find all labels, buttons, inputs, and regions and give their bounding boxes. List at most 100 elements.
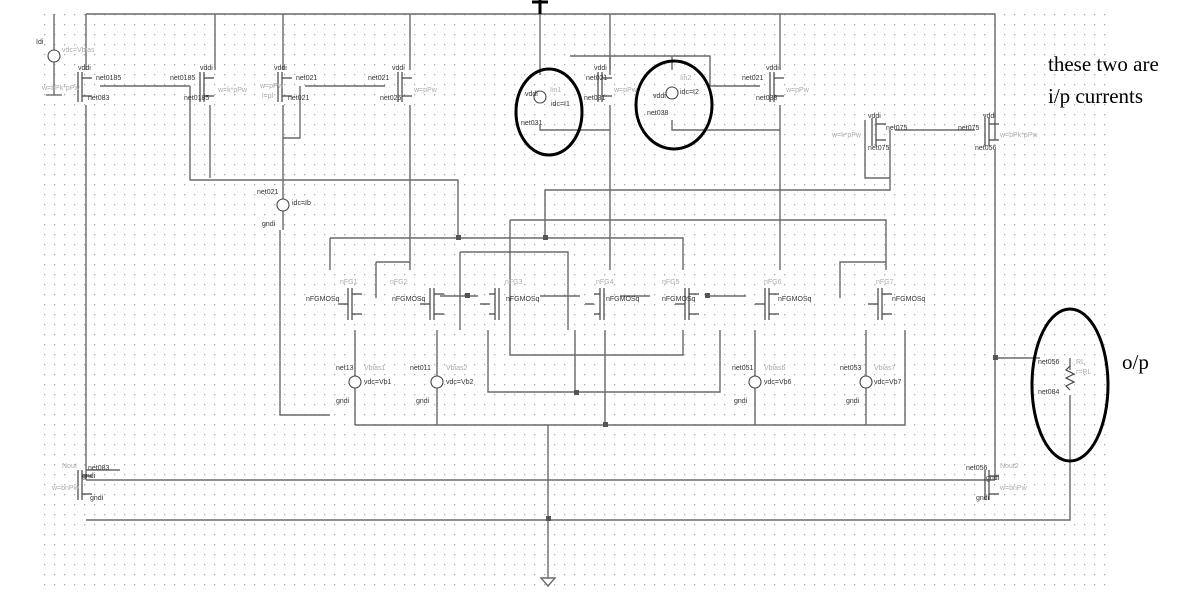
- pmos-4[interactable]: [397, 72, 412, 102]
- fg-2-model: nFGMOSq: [392, 296, 426, 303]
- vbias-6-name: Vbias6: [764, 365, 786, 372]
- fg-transistor-5[interactable]: [675, 288, 699, 320]
- vbias-2-value: vdc=Vb2: [446, 379, 474, 386]
- vbias-6-symbol[interactable]: [748, 375, 762, 389]
- pmos-2-sub: net0185: [184, 95, 209, 102]
- vbias-1-value: vdc=Vb1: [364, 379, 392, 386]
- pmos-1-param: w=bPk*pPw: [41, 85, 80, 92]
- nmos-left-name: Nout: [62, 463, 77, 470]
- iin1-symbol[interactable]: [533, 90, 547, 104]
- iin1-net: net031: [521, 120, 543, 127]
- fg-transistor-3[interactable]: [480, 288, 500, 320]
- iin1-vdd: vddi: [525, 91, 538, 98]
- pmos-2-left: net0185: [170, 75, 195, 82]
- pmos-3-sub: net021: [288, 95, 310, 102]
- pmos-6[interactable]: [769, 72, 784, 102]
- fg-transistor-4[interactable]: [585, 288, 605, 320]
- pmos-8[interactable]: [984, 118, 999, 146]
- left-bias-symbol[interactable]: [47, 49, 61, 63]
- vbias-1-gnd: gndi: [336, 398, 350, 405]
- pmos-1-net: net0185: [96, 75, 121, 82]
- pmos-5-param: w=pPw: [613, 87, 638, 94]
- fg-7-model: nFGMOSq: [892, 296, 926, 303]
- pmos-1-sub: net083: [88, 95, 110, 102]
- pmos-5[interactable]: [597, 72, 612, 102]
- nmos-right-top: gndi: [986, 475, 1000, 482]
- pmos-8-param: w=bPk*pPw: [999, 132, 1038, 139]
- vbias-2-name: Vbias2: [446, 365, 468, 372]
- nmos-left-top: gndi: [82, 473, 96, 480]
- pmos-7-sub: net075: [868, 145, 890, 152]
- nmos-left[interactable]: [77, 470, 92, 500]
- load-net-bottom: net084: [1038, 389, 1060, 396]
- ibias-net: net021: [257, 189, 279, 196]
- pmos-5-vdd: vddi: [594, 65, 607, 72]
- load-net-top: net056: [1038, 359, 1060, 366]
- load-name: RL: [1076, 359, 1085, 366]
- pmos-8-sub: net056: [975, 145, 997, 152]
- nmos-left-gnd: gndi: [90, 495, 104, 502]
- nmos-right[interactable]: [984, 470, 999, 500]
- annotation-line-2: i/p currents: [1048, 84, 1144, 108]
- nmos-left-net: net083: [88, 465, 110, 472]
- dot-grid: [40, 10, 1110, 592]
- annotation-output: o/p: [1122, 350, 1149, 374]
- left-source-name: Idi: [36, 39, 44, 46]
- pmos-4-left: net021: [368, 75, 390, 82]
- iin2-symbol[interactable]: [665, 86, 679, 100]
- vbias-1-name: Vbias1: [364, 365, 386, 372]
- nmos-left-param: w=bnPw: [51, 485, 80, 492]
- nmos-right-gnd: gndi: [976, 495, 990, 502]
- pmos-row: [77, 72, 999, 146]
- pmos-4-param: w=pPw: [413, 87, 438, 94]
- nmos-right-name: Nout2: [1000, 463, 1019, 470]
- fg-7-name: nFG7: [876, 279, 894, 286]
- nmos-right-param: w=bnPw: [999, 485, 1028, 492]
- vbias-6-value: vdc=Vb6: [764, 379, 792, 386]
- pmos-4-sub: net025: [380, 95, 402, 102]
- pmos-3-param: l=pl: [262, 93, 274, 100]
- pmos-8-left: net075: [958, 125, 980, 132]
- vbias-7-value: vdc=Vb7: [874, 379, 902, 386]
- iin2-value: idc=I2: [680, 89, 699, 96]
- resistor-icon[interactable]: [1064, 365, 1076, 391]
- iin2-vdd: vddi: [653, 93, 666, 100]
- vbias-1-net: net13: [336, 365, 354, 372]
- ibias-value: idc=Ib: [292, 200, 311, 207]
- pmos-1[interactable]: [77, 72, 92, 102]
- highlight-iin1: [514, 67, 584, 157]
- fg-3-model: nFGMOSq: [506, 296, 540, 303]
- fg-transistor-2[interactable]: [420, 288, 444, 320]
- fg-5-name: nFG5: [662, 279, 680, 286]
- fg-transistor-6[interactable]: [755, 288, 779, 320]
- ibias-gnd: gndi: [262, 221, 276, 228]
- fg-2-name: nFG2: [390, 279, 408, 286]
- ibias-symbol[interactable]: [276, 198, 290, 212]
- vbias-7-gnd: gndi: [846, 398, 860, 405]
- nmos-right-net: net056: [966, 465, 988, 472]
- fg-1-model: nFGMOSq: [306, 296, 340, 303]
- pmos-5-net: net021: [586, 75, 608, 82]
- vbias-7-net: net053: [840, 365, 862, 372]
- vbias-2-symbol[interactable]: [430, 375, 444, 389]
- left-source-value: vdc=Vbias: [62, 47, 95, 54]
- pmos-6-param: w=pPw: [785, 87, 810, 94]
- pmos-2-param: w=k*pPw: [217, 87, 248, 94]
- vbias-7-symbol[interactable]: [859, 375, 873, 389]
- fg-transistor-1[interactable]: [338, 288, 362, 320]
- pmos-2-vdd: vddi: [200, 65, 213, 72]
- pmos-2[interactable]: [199, 72, 214, 102]
- schematic-labels: Idi vdc=Vbias vddi net0185 net083 w=bPk*…: [36, 39, 1091, 502]
- pmos-7[interactable]: [871, 118, 886, 146]
- vbias-sources: [47, 49, 873, 389]
- pmos-5-sub: net031: [584, 95, 606, 102]
- iin1-value: idc=I1: [551, 101, 570, 108]
- pmos-3[interactable]: [277, 72, 292, 102]
- vbias-1-symbol[interactable]: [348, 375, 362, 389]
- pmos-6-vdd: vddi: [766, 65, 779, 72]
- vbias-7-name: Vbias7: [874, 365, 896, 372]
- fg-5-model: nFGMOSq: [662, 296, 696, 303]
- ground-icon: [539, 577, 557, 588]
- iin2-net: net038: [647, 110, 669, 117]
- fg-transistor-7[interactable]: [868, 288, 892, 320]
